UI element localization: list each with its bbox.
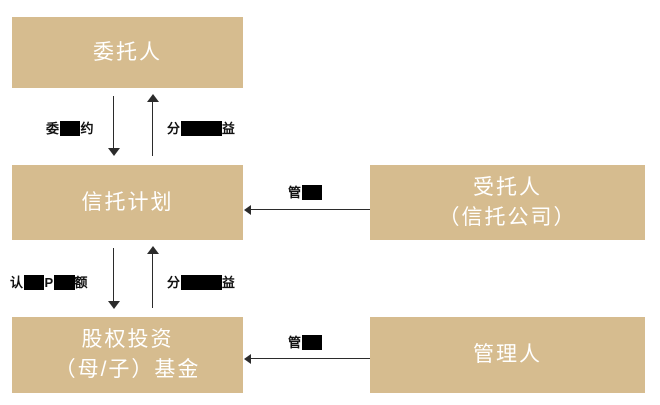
edge-label-suffix: 益 [221, 121, 236, 136]
edge-label-redaction-2: ██ [54, 275, 75, 290]
edge-label-prefix: 管 [288, 335, 303, 350]
arrowhead-down-principal-to-trust-plan [108, 148, 120, 156]
edge-label-redaction: ██ [302, 185, 323, 200]
node-trust-plan-label-line1: 信托计划 [81, 190, 174, 214]
edge-label-trust-plan-to-fund: 认██P██额 [10, 272, 89, 291]
edge-label-suffix: 约 [80, 121, 95, 136]
node-trustee-label-line1: 受托人 [473, 175, 542, 199]
edge-label-redaction: ██ [60, 121, 81, 136]
node-principal[interactable]: 委托人 [12, 17, 243, 88]
edge-label-redaction: ████ [181, 275, 222, 290]
edge-label-suffix: 益 [221, 275, 236, 290]
edge-label-fund-to-trust-plan: 分████益 [167, 272, 236, 291]
edge-label-trust-plan-to-principal: 分████益 [167, 118, 236, 137]
node-equity-fund-label-line2: （母/子）基金 [54, 358, 201, 381]
edge-label-manager-manages-fund: 管██ [288, 332, 323, 351]
node-manager-label-line1: 管理人 [473, 343, 542, 367]
edge-label-suffix: 额 [74, 275, 89, 290]
arrowhead-up-fund-to-trust-plan [147, 246, 159, 254]
node-trust-plan[interactable]: 信托计划 [12, 165, 243, 240]
edge-label-principal-to-trust-plan: 委██约 [46, 118, 94, 137]
edge-label-prefix: 管 [288, 185, 303, 200]
edge-label-redaction: ██ [302, 335, 323, 350]
edge-line-principal-to-trust-plan [113, 96, 114, 154]
arrowhead-down-trust-plan-to-fund [108, 301, 120, 309]
edge-label-prefix: 分 [167, 275, 182, 290]
edge-label-prefix: 分 [167, 121, 182, 136]
edge-label-trustee-manages-trust-plan: 管██ [288, 182, 323, 201]
arrowhead-left-manager-manages-fund [244, 354, 251, 364]
node-trustee-label-line2: （信托公司） [438, 205, 577, 229]
node-manager[interactable]: 管理人 [370, 317, 645, 393]
edge-label-prefix: 委 [46, 121, 61, 136]
edge-line-trustee-manages-trust-plan [250, 209, 370, 210]
edge-line-trust-plan-to-principal [152, 100, 153, 156]
node-equity-fund[interactable]: 股权投资 （母/子）基金 [12, 317, 243, 393]
edge-label-prefix: 认 [10, 275, 25, 290]
edge-label-redaction: ██ [24, 275, 45, 290]
edge-line-manager-manages-fund [250, 358, 370, 359]
node-equity-fund-label-line1: 股权投资 [81, 328, 174, 352]
edge-line-fund-to-trust-plan [152, 252, 153, 308]
node-trustee[interactable]: 受托人 （信托公司） [370, 165, 645, 240]
arrowhead-up-trust-plan-to-principal [147, 94, 159, 102]
arrowhead-left-trustee-manages-trust-plan [244, 205, 251, 215]
edge-label-redaction: ████ [181, 121, 222, 136]
edge-label-midfix: P [44, 275, 55, 290]
edge-line-trust-plan-to-fund [113, 248, 114, 306]
node-principal-label-line1: 委托人 [93, 40, 162, 64]
